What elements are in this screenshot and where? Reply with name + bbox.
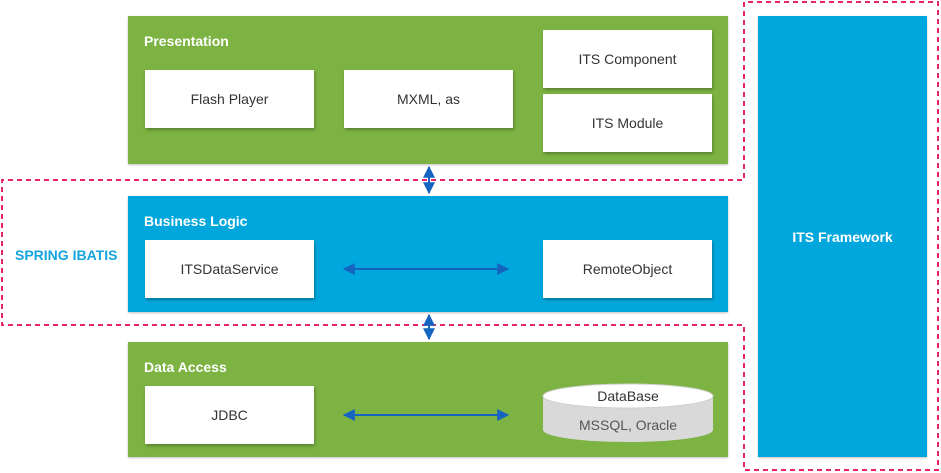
flash-player-box: Flash Player	[145, 70, 314, 128]
spring-ibatis-label: SPRING IBATIS	[15, 247, 118, 263]
remote-object-box: RemoteObject	[543, 240, 712, 298]
its-module-box: ITS Module	[543, 94, 712, 152]
its-framework-box: ITS Framework	[758, 16, 927, 457]
database-cylinder-icon: DataBase MSSQL, Oracle	[542, 383, 714, 442]
its-component-box: ITS Component	[543, 30, 712, 88]
jdbc-box: JDBC	[145, 386, 314, 444]
database-title: DataBase	[597, 388, 659, 404]
presentation-title: Presentation	[144, 33, 229, 49]
mxml-box: MXML, as	[344, 70, 513, 128]
business-logic-title: Business Logic	[144, 213, 248, 229]
database-subtitle: MSSQL, Oracle	[579, 417, 677, 433]
data-access-title: Data Access	[144, 359, 227, 375]
its-data-service-box: ITSDataService	[145, 240, 314, 298]
